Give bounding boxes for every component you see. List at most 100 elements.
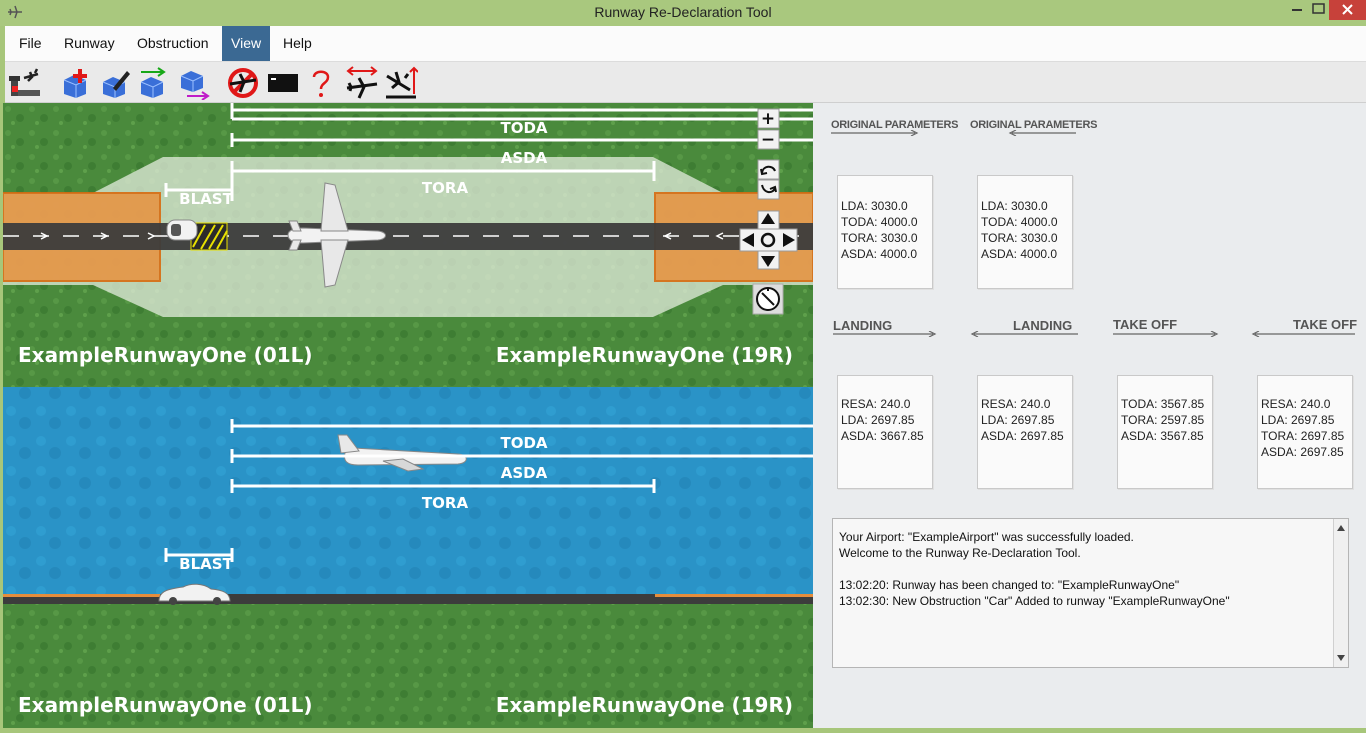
arrow-right-icon: [833, 331, 937, 337]
compass-button[interactable]: [752, 283, 784, 315]
runway-name-left: ExampleRunwayOne (01L): [18, 343, 313, 367]
rotate-left-icon: [760, 165, 776, 176]
select-airport-icon[interactable]: [8, 66, 42, 100]
add-obstruction-icon[interactable]: [60, 66, 94, 100]
param-line: TODA: 3567.85: [1121, 397, 1205, 411]
takeoff-header-right: TAKE OFF: [1293, 317, 1358, 332]
param-line: TORA: 2697.85: [1261, 429, 1345, 443]
parameters-panel: ORIGINAL PARAMETERS ORIGINAL PARAMETERS …: [813, 103, 1366, 728]
side-view: TODA ASDA TORA BLAST ExampleRunwayOne (0…: [3, 387, 813, 728]
toolbar: [5, 62, 1366, 103]
landing-params-left: RESA: 240.0 LDA: 2697.85 ASDA: 3667.85: [837, 375, 933, 489]
scroll-up-icon[interactable]: [1337, 525, 1345, 531]
tora-label-side: TORA: [422, 494, 469, 512]
takeoff-header-left: TAKE OFF: [1113, 317, 1178, 332]
param-line: RESA: 240.0: [981, 397, 1051, 411]
title-bar: Runway Re-Declaration Tool: [0, 0, 1366, 26]
zoom-out-label: −: [761, 130, 775, 150]
pan-up-icon[interactable]: [761, 213, 775, 224]
param-line: ASDA: 4000.0: [981, 247, 1058, 261]
threshold-arrows-left: [40, 232, 156, 240]
rotate-ccw-button[interactable]: [757, 159, 780, 180]
log-line: Your Airport: "ExampleAirport" was succe…: [839, 530, 1134, 544]
arrow-right-icon: [831, 130, 919, 136]
param-line: ASDA: 2697.85: [1261, 445, 1344, 459]
delete-runway-icon[interactable]: [226, 66, 260, 100]
param-line: ASDA: 2697.85: [981, 429, 1064, 443]
rotate-right-icon: [761, 184, 777, 194]
log-line: [839, 561, 1334, 577]
runway-name-left-side: ExampleRunwayOne (01L): [18, 693, 313, 717]
ground-background: [3, 602, 813, 728]
pan-right-icon[interactable]: [783, 233, 795, 247]
maximize-icon[interactable]: [1310, 0, 1328, 20]
landing-params-right: RESA: 240.0 LDA: 2697.85 ASDA: 2697.85: [977, 375, 1073, 489]
help-icon[interactable]: [304, 66, 338, 100]
scroll-arrows: [1337, 525, 1345, 661]
original-params-right: LDA: 3030.0 TODA: 4000.0 TORA: 3030.0 AS…: [977, 175, 1073, 289]
blast-label-side: BLAST: [179, 555, 233, 573]
menu-obstruction[interactable]: Obstruction: [137, 35, 209, 51]
move-obstruction-icon[interactable]: [137, 66, 171, 100]
param-line: RESA: 240.0: [1261, 397, 1331, 411]
runway-canvas[interactable]: TODA ASDA TORA BLAST ExampleRunwayOne (0…: [2, 103, 814, 728]
log-scrollbar[interactable]: [1333, 519, 1348, 667]
edit-obstruction-icon[interactable]: [99, 66, 133, 100]
param-line: LDA: 2697.85: [981, 413, 1055, 427]
landing-icon[interactable]: [384, 66, 418, 100]
param-line: TODA: 4000.0: [841, 215, 918, 229]
zoom-in-label: +: [761, 109, 775, 129]
airplane-top-icon[interactable]: [287, 182, 386, 288]
arrow-left-icon: [1251, 331, 1355, 337]
menu-view[interactable]: View: [222, 26, 271, 61]
menu-help[interactable]: Help: [283, 35, 312, 51]
minimize-icon[interactable]: [1283, 0, 1310, 20]
menu-runway[interactable]: Runway: [64, 35, 115, 51]
blast-zone-stripes: [192, 224, 228, 250]
runway-name-right-side: ExampleRunwayOne (19R): [496, 693, 793, 717]
original-params-header-left: ORIGINAL PARAMETERS: [831, 119, 959, 131]
arrow-left-icon: [1008, 130, 1076, 136]
original-params-left: LDA: 3030.0 TODA: 4000.0 TORA: 3030.0 AS…: [837, 175, 933, 289]
param-line: LDA: 2697.85: [841, 413, 915, 427]
message-log[interactable]: Your Airport: "ExampleAirport" was succe…: [832, 518, 1349, 668]
remove-obstruction-icon[interactable]: [177, 66, 211, 100]
menu-file[interactable]: File: [19, 35, 42, 51]
log-line: 13:02:20: Runway has been changed to: "E…: [839, 578, 1180, 592]
asda-label-side: ASDA: [501, 464, 548, 482]
param-line: TORA: 3030.0: [841, 231, 918, 245]
asda-label: ASDA: [501, 149, 548, 167]
window-title: Runway Re-Declaration Tool: [594, 4, 772, 20]
obstruction-car-side-icon[interactable]: [158, 583, 231, 605]
runway-views: TODA ASDA TORA BLAST ExampleRunwayOne (0…: [2, 103, 814, 728]
original-params-header-right: ORIGINAL PARAMETERS: [970, 119, 1098, 131]
param-line: ASDA: 3567.85: [1121, 429, 1204, 443]
param-line: LDA: 2697.85: [1261, 413, 1335, 427]
landing-header-right: LANDING: [1013, 318, 1073, 333]
arrow-right-icon: [1113, 331, 1219, 337]
log-line: 13:02:30: New Obstruction "Car" Added to…: [839, 594, 1230, 608]
rotate-cw-button[interactable]: [757, 179, 780, 200]
param-line: TORA: 3030.0: [981, 231, 1058, 245]
reset-view-icon[interactable]: [760, 232, 776, 248]
param-line: TORA: 2597.85: [1121, 413, 1205, 427]
threshold-arrows-right: [663, 232, 724, 240]
arrow-left-icon: [970, 331, 1078, 337]
blast-label: BLAST: [179, 190, 233, 208]
obstruction-car-icon[interactable]: [166, 219, 198, 241]
pan-left-icon[interactable]: [742, 233, 754, 247]
runway-profile: [3, 594, 813, 604]
toda-label-side: TODA: [500, 434, 547, 452]
pan-down-icon[interactable]: [761, 256, 775, 267]
zoom-out-button[interactable]: −: [757, 129, 780, 150]
switch-direction-icon[interactable]: [345, 66, 379, 100]
close-icon[interactable]: [1329, 0, 1366, 20]
toda-label: TODA: [500, 119, 547, 137]
pan-control[interactable]: [739, 210, 798, 270]
landing-header-left: LANDING: [833, 318, 893, 333]
zoom-in-button[interactable]: +: [757, 108, 780, 129]
param-line: LDA: 3030.0: [841, 199, 908, 213]
param-line: TODA: 4000.0: [981, 215, 1058, 229]
terminal-icon[interactable]: [266, 66, 300, 100]
scroll-down-icon[interactable]: [1337, 655, 1345, 661]
